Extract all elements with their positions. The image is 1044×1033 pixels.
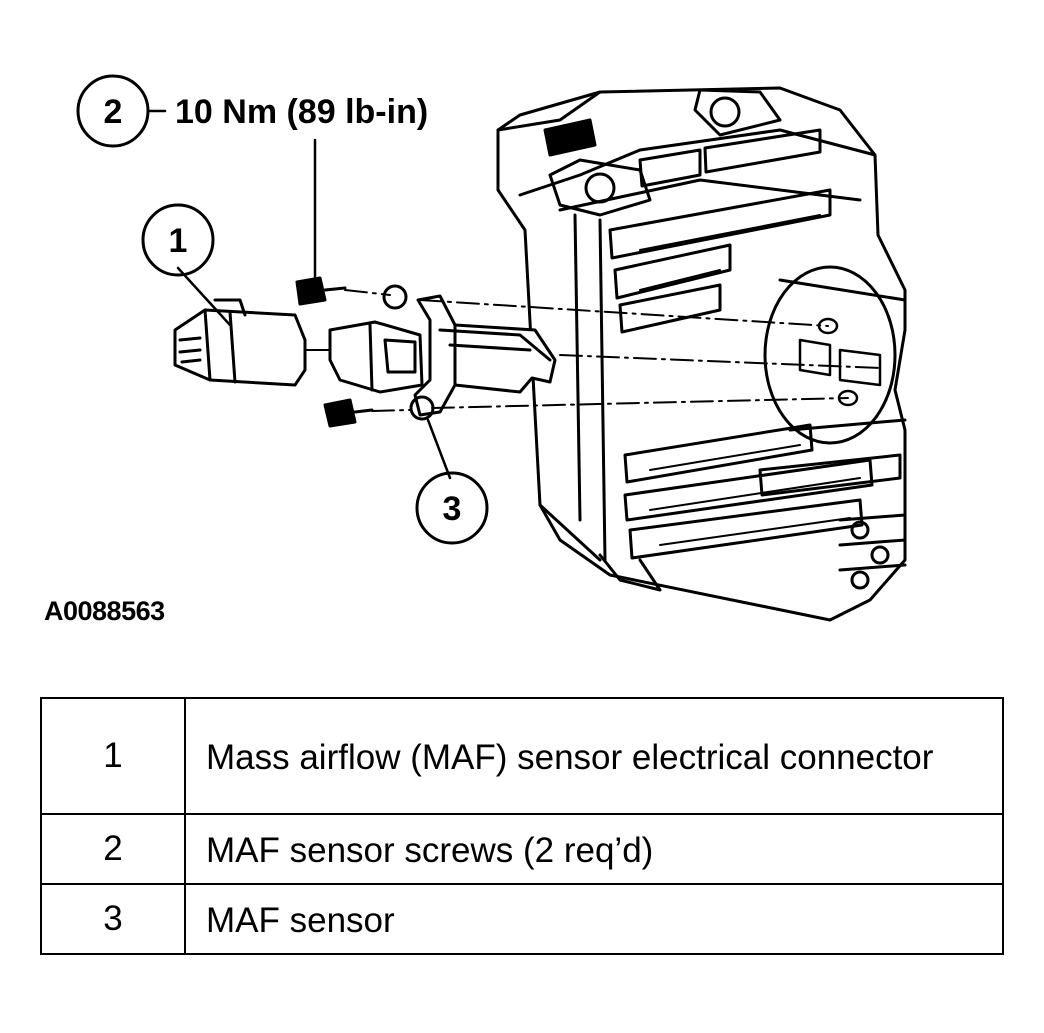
legend-description: MAF sensor screws (2 req’d) <box>184 813 1004 885</box>
maf-sensor-diagram: 1 2 10 Nm (89 lb-in) 3 <box>76 74 907 622</box>
maf-sensor-illustration <box>382 284 557 421</box>
screw-illustration <box>295 276 374 428</box>
legend-number: 2 <box>40 813 186 885</box>
legend-table: 1 Mass airflow (MAF) sensor electrical c… <box>40 697 1004 955</box>
table-row: 2 MAF sensor screws (2 req’d) <box>40 813 1004 885</box>
legend-number: 1 <box>40 697 186 815</box>
table-row: 3 MAF sensor <box>40 883 1004 955</box>
callout-3-number: 3 <box>443 490 462 528</box>
callout-1: 1 <box>141 203 215 277</box>
callout-2-torque: 10 Nm (89 lb-in) <box>175 93 428 131</box>
figure-id: A0088563 <box>44 596 165 626</box>
callout-2: 2 10 Nm (89 lb-in) <box>76 74 428 148</box>
legend-description: MAF sensor <box>184 883 1004 955</box>
electrical-connector-illustration <box>173 298 424 394</box>
table-row: 1 Mass airflow (MAF) sensor electrical c… <box>40 697 1004 815</box>
legend-description: Mass airflow (MAF) sensor electrical con… <box>184 697 1004 815</box>
callout-3: 3 <box>415 471 489 545</box>
air-cleaner-housing-illustration <box>496 86 907 622</box>
callout-2-number: 2 <box>104 93 123 131</box>
legend-number: 3 <box>40 883 186 955</box>
callout-1-number: 1 <box>169 222 188 260</box>
